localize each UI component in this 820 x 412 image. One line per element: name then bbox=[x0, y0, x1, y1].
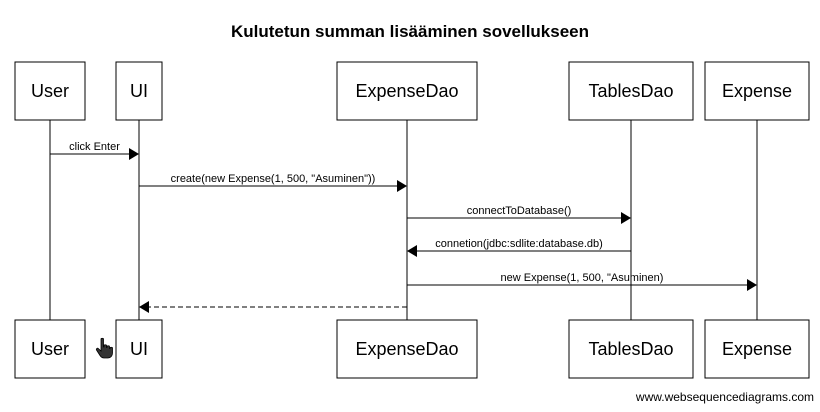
message-label: connetion(jdbc:sdlite:database.db) bbox=[435, 238, 603, 250]
arrowhead-icon bbox=[139, 301, 149, 313]
participant-box bbox=[14, 319, 86, 379]
participant-box bbox=[704, 61, 810, 121]
message-label: new Expense(1, 500, "Asuminen) bbox=[501, 272, 664, 284]
participant-expensedao-bottom: ExpenseDao bbox=[336, 319, 478, 379]
participant-box bbox=[568, 61, 694, 121]
hand-pointer-icon bbox=[95, 337, 113, 359]
message-6 bbox=[139, 301, 407, 313]
participant-ui-bottom: UI bbox=[115, 319, 163, 379]
participant-label: UI bbox=[130, 339, 148, 359]
participant-ui-top: UI bbox=[115, 61, 163, 121]
participant-box bbox=[14, 61, 86, 121]
participant-tablesdao-bottom: TablesDao bbox=[568, 319, 694, 379]
actors: UserUserUIUIExpenseDaoExpenseDaoTablesDa… bbox=[14, 61, 810, 379]
participant-user-bottom: User bbox=[14, 319, 86, 379]
lifelines bbox=[49, 120, 758, 320]
participant-expensedao-top: ExpenseDao bbox=[336, 61, 478, 121]
participant-label: TablesDao bbox=[588, 81, 673, 101]
message-5: new Expense(1, 500, "Asuminen) bbox=[407, 272, 757, 291]
message-label: click Enter bbox=[69, 141, 120, 153]
participant-box bbox=[336, 319, 478, 379]
participant-label: Expense bbox=[722, 81, 792, 101]
arrowhead-icon bbox=[129, 148, 139, 160]
participant-label: ExpenseDao bbox=[355, 81, 458, 101]
participant-label: User bbox=[31, 339, 69, 359]
arrowhead-icon bbox=[747, 279, 757, 291]
arrowhead-icon bbox=[407, 245, 417, 257]
message-2: create(new Expense(1, 500, "Asuminen")) bbox=[139, 173, 407, 192]
participant-expense-top: Expense bbox=[704, 61, 810, 121]
message-1: click Enter bbox=[50, 141, 139, 160]
arrowhead-icon bbox=[397, 180, 407, 192]
arrowhead-icon bbox=[621, 212, 631, 224]
message-label: create(new Expense(1, 500, "Asuminen")) bbox=[171, 173, 376, 185]
message-label: connectToDatabase() bbox=[467, 205, 572, 217]
participant-label: UI bbox=[130, 81, 148, 101]
participant-label: User bbox=[31, 81, 69, 101]
participant-label: ExpenseDao bbox=[355, 339, 458, 359]
participant-user-top: User bbox=[14, 61, 86, 121]
participant-expense-bottom: Expense bbox=[704, 319, 810, 379]
participant-label: Expense bbox=[722, 339, 792, 359]
participant-tablesdao-top: TablesDao bbox=[568, 61, 694, 121]
participant-box bbox=[115, 319, 163, 379]
participant-label: TablesDao bbox=[588, 339, 673, 359]
participant-box bbox=[568, 319, 694, 379]
watermark-text: www.websequencediagrams.com bbox=[635, 390, 814, 404]
message-3: connectToDatabase() bbox=[407, 205, 631, 224]
participant-box bbox=[704, 319, 810, 379]
participant-box bbox=[115, 61, 163, 121]
messages: click Enter create(new Expense(1, 500, "A… bbox=[50, 141, 757, 313]
message-4: connetion(jdbc:sdlite:database.db) bbox=[407, 238, 631, 257]
participant-box bbox=[336, 61, 478, 121]
diagram-title: Kulutetun summan lisääminen sovellukseen bbox=[231, 22, 589, 41]
